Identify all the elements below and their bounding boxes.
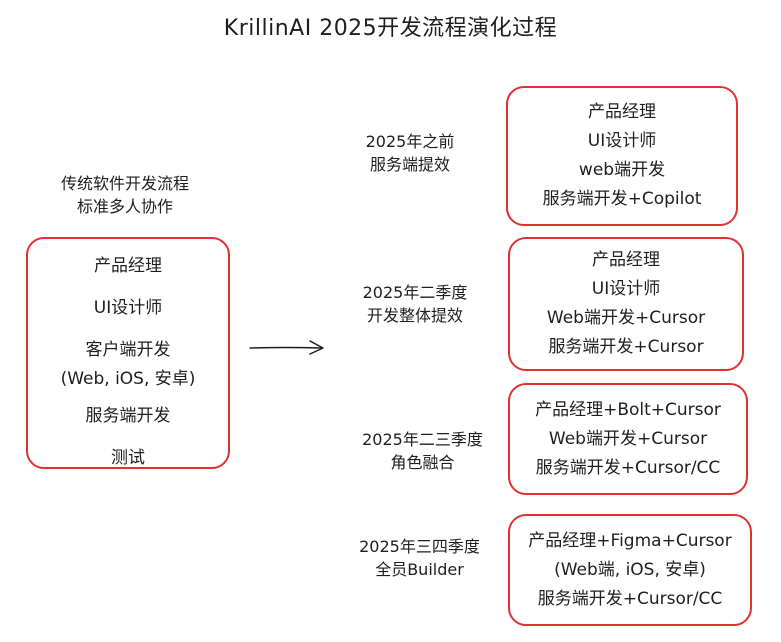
stage-label-line: 全员Builder [375,560,464,579]
role-item: UI设计师 [587,131,657,151]
role-item: (Web端, iOS, 安卓) [554,559,706,580]
role-item: 服务端开发+Cursor [548,337,704,357]
role-item: 产品经理+Figma+Cursor [528,530,732,551]
stage-roles-box: 产品经理+Figma+Cursor (Web端, iOS, 安卓) 服务端开发+… [508,514,752,626]
role-item: (Web, iOS, 安卓) [60,369,196,389]
stage-label: 2025年二季度 开发整体提效 [335,281,495,327]
traditional-label-line: 传统软件开发流程 [60,174,189,193]
role-item: web端开发 [578,160,666,180]
role-item: 服务端开发+Copilot [542,189,702,209]
stage-label-line: 2025年二季度 [362,283,468,302]
diagram-title: KrillinAI 2025开发流程演化过程 [223,16,558,41]
role-item: 服务端开发+Cursor/CC [537,588,723,609]
stage-label-line: 2025年之前 [365,132,455,151]
role-item: 产品经理 [588,102,656,122]
stage-label-line: 2025年三四季度 [359,537,480,556]
stage-roles-box: 产品经理 UI设计师 Web端开发+Cursor 服务端开发+Cursor [508,237,744,371]
role-item: 测试 [111,448,145,468]
role-item: Web端开发+Cursor [548,428,708,449]
stage-label-line: 角色融合 [390,453,455,472]
role-item: UI设计师 [591,279,661,299]
role-item: 产品经理 [94,256,162,276]
stage-label-line: 服务端提效 [369,155,450,174]
role-item: Web端开发+Cursor [546,308,706,328]
traditional-label-line: 标准多人协作 [76,197,173,216]
traditional-roles-box: 产品经理 UI设计师 客户端开发 (Web, iOS, 安卓) 服务端开发 测试 [26,237,230,469]
stage-roles-box: 产品经理+Bolt+Cursor Web端开发+Cursor 服务端开发+Cur… [508,383,748,495]
stage-label: 2025年三四季度 全员Builder [332,535,507,581]
role-item: 服务端开发+Cursor/CC [535,457,721,478]
role-item: UI设计师 [93,298,163,318]
stage-label-line: 2025年二三季度 [362,430,483,449]
stage-roles-box: 产品经理 UI设计师 web端开发 服务端开发+Copilot [506,86,738,226]
role-item: 服务端开发 [85,406,171,426]
evolution-arrow [249,340,324,355]
stage-label: 2025年之前 服务端提效 [340,130,480,176]
stage-label-line: 开发整体提效 [366,306,463,325]
role-item: 客户端开发 [85,340,171,360]
stage-label: 2025年二三季度 角色融合 [335,428,510,474]
role-item: 产品经理+Bolt+Cursor [535,399,721,420]
traditional-label: 传统软件开发流程 标准多人协作 [40,172,210,218]
role-item: 产品经理 [592,250,660,270]
